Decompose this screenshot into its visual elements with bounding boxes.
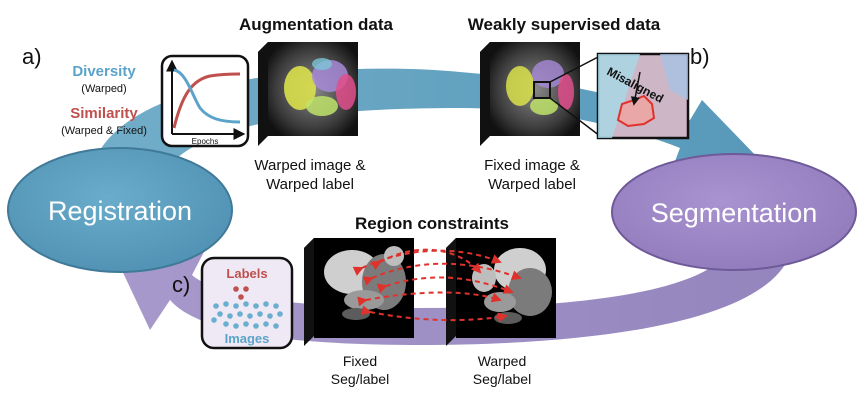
weakly-supervised-title: Weakly supervised data — [468, 15, 661, 34]
weakly-supervised-image — [480, 42, 601, 146]
misaligned-zoom-panel — [596, 52, 690, 140]
segmentation-node — [611, 153, 857, 271]
registration-label: Registration — [48, 196, 192, 226]
augmentation-caption-line1: Warped image & — [254, 157, 365, 174]
augmentation-image — [258, 42, 358, 146]
diversity-curve — [173, 68, 241, 124]
region-correspondence-arrows — [352, 248, 522, 323]
warped-caption-line2: Seg/label — [473, 371, 531, 387]
warped-seg-image — [446, 238, 556, 346]
augmentation-title: Augmentation data — [239, 15, 393, 34]
diversity-similarity-plot — [160, 54, 250, 148]
labels-text: Labels — [226, 266, 267, 281]
segmentation-label: Segmentation — [651, 198, 818, 228]
augmentation-caption-line2: Warped label — [266, 176, 354, 193]
panel-label-c: c) — [172, 272, 190, 297]
panel-label-b: b) — [690, 44, 710, 69]
similarity-curve — [172, 72, 241, 129]
image-points — [211, 301, 283, 329]
labels-images-box — [200, 256, 294, 350]
images-text: Images — [225, 331, 270, 346]
fixed-caption-line1: Fixed — [343, 353, 377, 369]
similarity-sublabel: (Warped & Fixed) — [61, 125, 147, 137]
weakly-supervised-caption-line1: Fixed image & — [484, 157, 580, 174]
weakly-supervised-caption-line2: Warped label — [488, 176, 576, 193]
diversity-sublabel: (Warped) — [81, 83, 126, 95]
panel-label-a: a) — [22, 44, 42, 69]
similarity-label: Similarity — [70, 105, 138, 122]
region-constraints-title: Region constraints — [355, 214, 509, 233]
zoom-region-box — [533, 81, 551, 99]
registration-node — [7, 147, 233, 273]
fixed-caption-line2: Seg/label — [331, 371, 389, 387]
warped-caption-line1: Warped — [478, 353, 527, 369]
diversity-label: Diversity — [72, 63, 136, 80]
epochs-axis-label: Epochs — [192, 137, 219, 146]
